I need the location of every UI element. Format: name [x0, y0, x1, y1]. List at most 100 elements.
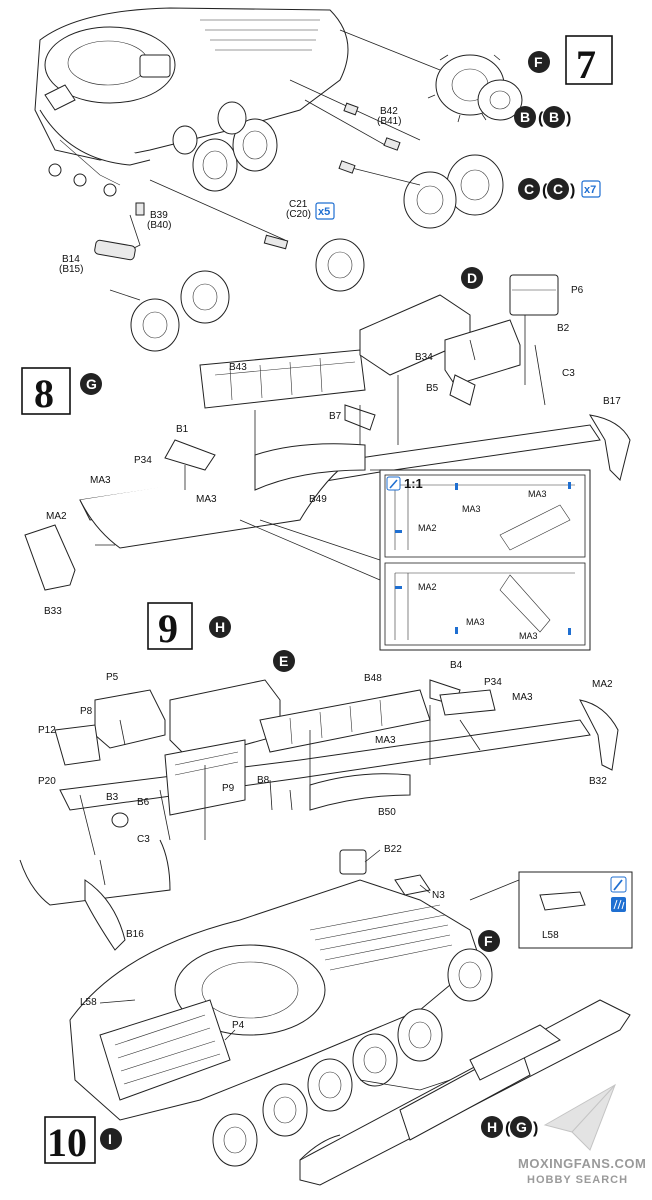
step9-leader-lines: [79, 705, 481, 886]
step8-detail-box: [259, 469, 591, 651]
step10-inset-box: [469, 871, 633, 949]
callout-b-circle: [514, 106, 536, 128]
label-b41: (B41): [377, 116, 401, 127]
step9-marker-circle: [209, 616, 231, 638]
step7-leader-lines: [94, 79, 421, 301]
detail-label-ma3-c: MA3: [466, 617, 485, 627]
label-p12: P12: [38, 725, 56, 736]
label-c21: C21: [289, 199, 308, 210]
callout-b-letter: B: [520, 109, 530, 125]
step9-marker-letter: H: [215, 619, 225, 635]
label-p20: P20: [38, 776, 56, 787]
detail-label-ma3-b: MA3: [528, 489, 547, 499]
step8-marker-circle: [80, 373, 102, 395]
label-c3: C3: [137, 834, 150, 845]
callout-b-open-paren: (: [538, 110, 544, 127]
label-b40: (B40): [147, 220, 171, 231]
step8-number-box: [21, 367, 71, 415]
label-b34: B34: [415, 352, 433, 363]
step10-number: 10: [47, 1120, 87, 1165]
step10-marker-circle: [100, 1128, 122, 1150]
paper-plane-logo-icon: [543, 1083, 616, 1151]
detail-scale: 1:1: [404, 476, 423, 491]
label-b16: B16: [126, 929, 144, 940]
step8-number: 8: [34, 371, 54, 416]
callout-e-circle: [273, 650, 295, 672]
label-ma3-b: MA3: [375, 735, 396, 746]
step9-number: 9: [158, 606, 178, 651]
callout-b-paren-letter: B: [549, 109, 559, 125]
callout-c-letter: C: [524, 181, 534, 197]
step7-road-wheels: [172, 101, 278, 192]
callout-c-open-paren: (: [542, 182, 548, 199]
label-b49: B49: [309, 494, 327, 505]
watermark-site: MOXINGFANS.COM: [518, 1156, 646, 1171]
label-l58-inset: L58: [542, 930, 559, 941]
label-p8: P8: [80, 706, 93, 717]
step9-fender-drawing: [19, 679, 619, 951]
callout-f-circle: [478, 930, 500, 952]
callout-c-circle: [518, 178, 540, 200]
label-p6: P6: [571, 285, 584, 296]
label-b5: B5: [426, 383, 439, 394]
callout-b-paren-circle: [543, 106, 565, 128]
watermark: MOXINGFANS.COM HOBBY SEARCH: [518, 1083, 646, 1186]
label-b7: B7: [329, 411, 342, 422]
label-ma2: MA2: [46, 511, 67, 522]
label-p4: P4: [232, 1020, 245, 1031]
multiplier-badge: [315, 202, 335, 220]
step-9-section: 9 H: [19, 602, 619, 951]
label-b6: B6: [137, 797, 150, 808]
callout-c-paren-letter: C: [553, 181, 563, 197]
label-b4: B4: [450, 660, 463, 671]
label-p5: P5: [106, 672, 119, 683]
callout-c-mult-badge: [581, 180, 601, 198]
callout-h-circle: [481, 1116, 503, 1138]
label-p34: P34: [484, 677, 502, 688]
label-b14: B14: [62, 254, 80, 265]
callout-h-paren-circle: [510, 1116, 532, 1138]
callout-c-mult: x7: [584, 184, 596, 196]
label-p34: P34: [134, 455, 152, 466]
label-c20: (C20): [286, 209, 311, 220]
label-b39: B39: [150, 210, 168, 221]
step7-number: 7: [576, 42, 596, 87]
step8-marker-letter: G: [86, 376, 97, 392]
callout-d-circle: [461, 267, 483, 289]
callout-e-letter: E: [279, 653, 288, 669]
step10-leader-lines: [99, 849, 431, 1041]
label-b17: B17: [603, 396, 621, 407]
label-p9: P9: [222, 783, 235, 794]
label-l58: L58: [80, 997, 97, 1008]
label-b22: B22: [384, 844, 402, 855]
step7-marker-circle: [528, 51, 550, 73]
callout-c-paren-circle: [547, 178, 569, 200]
label-b3: B3: [106, 792, 119, 803]
step7-sprocket: [339, 29, 523, 123]
callout-b-close-paren: ): [566, 110, 571, 127]
label-b43: B43: [229, 362, 247, 373]
step-10-section: B22 N3 L58 L58 P4 F H ( G ) 10 I: [44, 844, 633, 1186]
label-b1: B1: [176, 424, 189, 435]
label-n3: N3: [432, 890, 445, 901]
step7-number-box: [565, 35, 613, 85]
step10-marker-letter: I: [108, 1131, 112, 1147]
step9-number-box: [147, 602, 193, 650]
step-7-section: B42 (B41) C21 (C20) x5 B39 (B40) B14 (B1…: [34, 7, 613, 352]
callout-h-close-paren: ): [533, 1120, 538, 1137]
callout-h-open-paren: (: [505, 1120, 511, 1137]
step10-tank-drawing: [69, 849, 493, 1121]
label-c3: C3: [562, 368, 575, 379]
step10-side-skirt: [299, 999, 631, 1186]
label-b8: B8: [257, 775, 270, 786]
label-ma3-b: MA3: [196, 494, 217, 505]
step8-fender-drawing: [24, 274, 631, 591]
label-b50: B50: [378, 807, 396, 818]
callout-h-letter: H: [487, 1119, 497, 1135]
callout-c-close-paren: ): [570, 182, 575, 199]
callout-d-letter: D: [467, 270, 477, 286]
callout-f-letter: F: [484, 933, 493, 949]
watermark-store: HOBBY SEARCH: [527, 1174, 628, 1186]
label-b2: B2: [557, 323, 570, 334]
